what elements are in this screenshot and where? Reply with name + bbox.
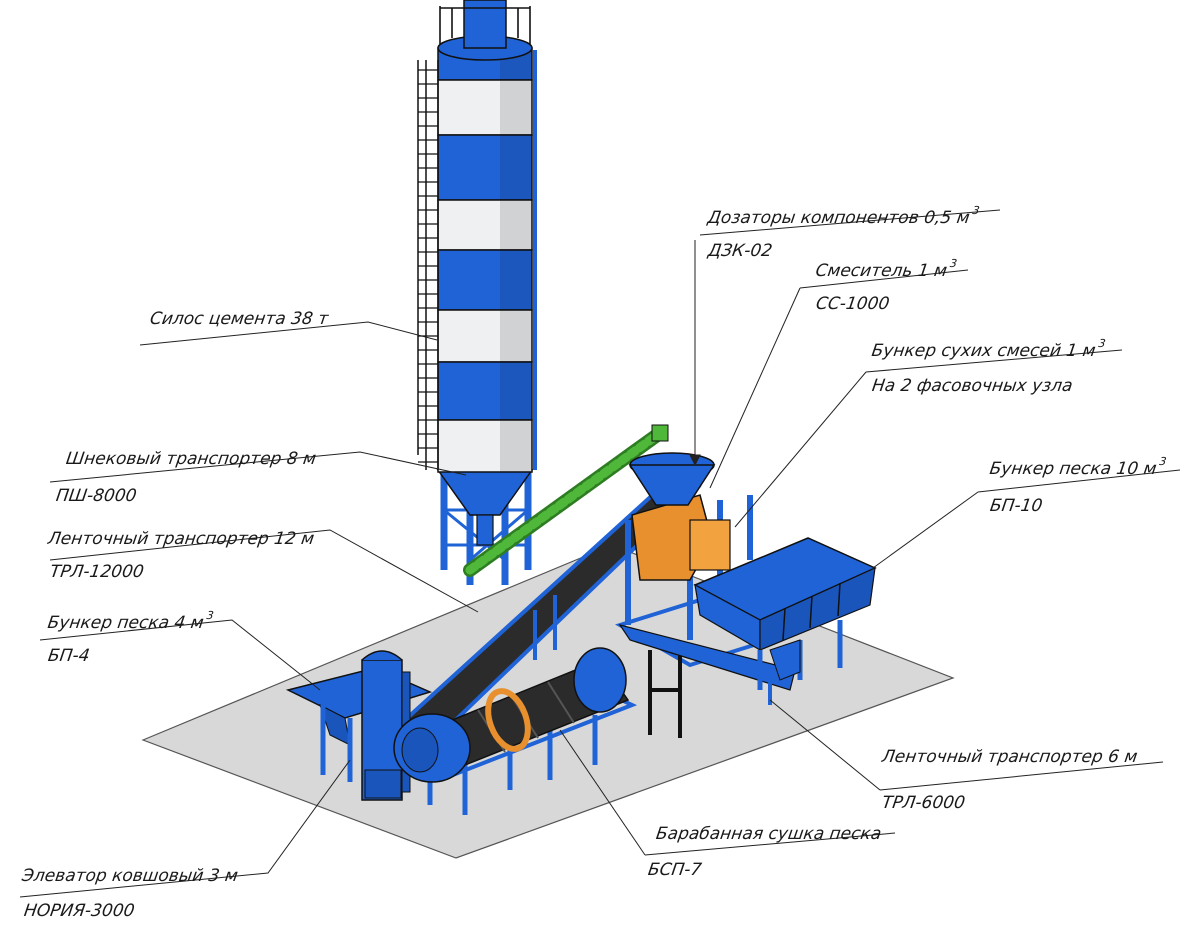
label-bunker4-model-text: БП-4	[46, 646, 91, 666]
label-bunker4-model: БП-4	[46, 646, 91, 666]
label-belt6-name: Ленточный транспортер 6 м	[880, 747, 1139, 767]
belt-conveyor-6	[618, 624, 796, 705]
label-bunker10-model-text: БП-10	[988, 496, 1044, 516]
label-screw-name: Шнековый транспортер 8 м	[64, 449, 318, 469]
label-mixer: Смеситель 1 м3	[814, 257, 958, 281]
sand-bunker-10	[693, 537, 877, 690]
label-silo-name: Силос цемента 38 т	[148, 309, 330, 329]
label-drymix: Бункер сухих смесей 1 м3	[870, 337, 1106, 361]
mixing-tower	[615, 452, 775, 738]
label-mixer-model: СС-1000	[814, 294, 891, 314]
label-dryer-model-text: БСП-7	[646, 860, 703, 880]
label-belt6-model: ТРЛ-6000	[880, 793, 967, 813]
screw-conveyor	[463, 424, 669, 577]
label-belt6: Ленточный транспортер 6 м	[880, 747, 1139, 767]
label-dryer-name: Барабанная сушка песка	[654, 824, 883, 844]
label-drymix-name: Бункер сухих смесей 1 м	[870, 341, 1097, 361]
label-screw-model-text: ПШ-8000	[54, 486, 138, 506]
label-elevator-model: НОРИЯ-3000	[22, 901, 136, 921]
label-silo: Силос цемента 38 т	[148, 309, 330, 329]
label-belt12: Ленточный транспортер 12 м	[46, 529, 316, 549]
label-bunker4-name: Бункер песка 4 м	[46, 613, 205, 633]
label-dosers: Дозаторы компонентов 0,5 м3	[706, 204, 980, 228]
label-bunker10: Бункер песка 10 м3	[988, 455, 1167, 479]
label-mixer-model-text: СС-1000	[814, 294, 891, 314]
label-screw-model: ПШ-8000	[54, 486, 138, 506]
label-drymix-model: На 2 фасовочных узла	[870, 376, 1074, 396]
label-belt12-model: ТРЛ-12000	[48, 562, 146, 582]
cement-silo	[417, 0, 537, 585]
drum-dryer	[393, 647, 638, 815]
label-screw: Шнековый транспортер 8 м	[64, 449, 318, 469]
label-dosers-model-text: ДЗК-02	[706, 241, 774, 261]
label-belt12-model-text: ТРЛ-12000	[48, 562, 146, 582]
label-mixer-name: Смеситель 1 м	[814, 261, 949, 281]
label-bunker4: Бункер песка 4 м3	[46, 609, 214, 633]
leader-lines	[19, 209, 1181, 898]
label-dryer-model: БСП-7	[646, 860, 703, 880]
label-dosers-name: Дозаторы компонентов 0,5 м	[706, 208, 971, 228]
label-belt12-name: Ленточный транспортер 12 м	[46, 529, 316, 549]
label-dryer: Барабанная сушка песка	[654, 824, 883, 844]
label-elevator: Элеватор ковшовый 3 м	[20, 866, 240, 886]
label-belt6-model-text: ТРЛ-6000	[880, 793, 967, 813]
label-bunker10-name: Бункер песка 10 м	[988, 459, 1158, 479]
label-drymix-model-text: На 2 фасовочных узла	[870, 376, 1074, 396]
label-elevator-model-text: НОРИЯ-3000	[22, 901, 136, 921]
label-elevator-name: Элеватор ковшовый 3 м	[20, 866, 240, 886]
label-dosers-model: ДЗК-02	[706, 241, 774, 261]
label-bunker10-model: БП-10	[988, 496, 1044, 516]
